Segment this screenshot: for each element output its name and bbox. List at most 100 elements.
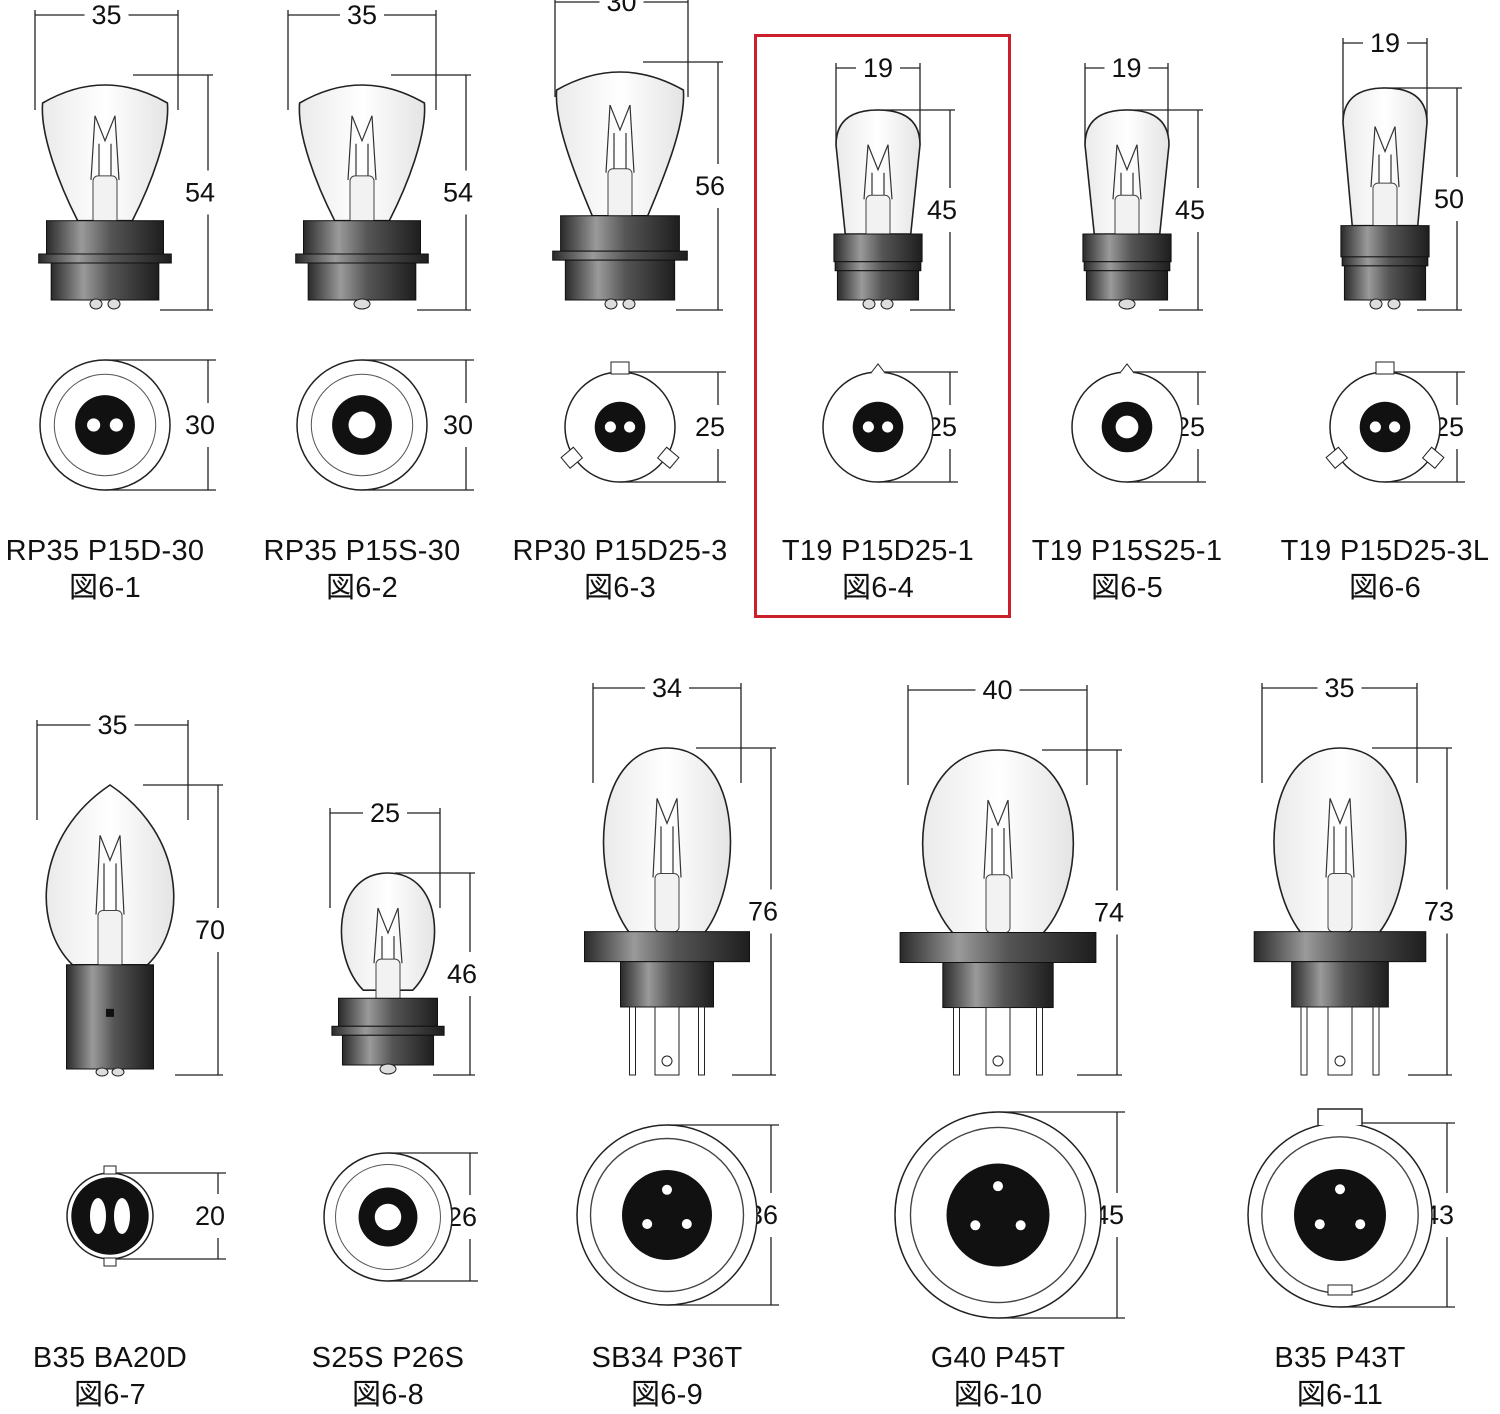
- bulb-name: RP35 P15S-30: [263, 535, 461, 567]
- bulb-glass: [298, 84, 426, 222]
- figure-number: 図6-2: [325, 572, 399, 604]
- contact-pin: [1389, 421, 1401, 433]
- contact-pin: [1369, 421, 1381, 433]
- contact-pin: [622, 298, 636, 310]
- filament-stem: [92, 175, 118, 226]
- cap-tab: [1317, 1108, 1363, 1125]
- cap-ring: [335, 1164, 441, 1270]
- contact-pin: [95, 1067, 109, 1077]
- width-dim-value: 35: [347, 0, 377, 30]
- bulb-label: RP35 P15S-30 図6-2: [232, 533, 492, 607]
- cap-dim-value: 20: [195, 1201, 225, 1231]
- contact-pin: [379, 1063, 397, 1075]
- width-dim-value: 19: [1370, 28, 1400, 58]
- cap-ring: [310, 373, 414, 477]
- base-body: [341, 1034, 435, 1066]
- base-collar: [1082, 233, 1172, 263]
- width-dim-value: 35: [91, 0, 121, 30]
- base-body: [66, 964, 154, 1070]
- cap-tab: [1421, 446, 1445, 469]
- width-dim-value: 40: [982, 675, 1012, 705]
- filament: [373, 907, 403, 964]
- base-collar: [46, 220, 164, 255]
- contact-pin: [87, 418, 101, 432]
- height-dim-value: 50: [1434, 184, 1464, 214]
- figure-number: 図6-3: [583, 572, 657, 604]
- terminal-hole: [661, 1055, 673, 1067]
- filament: [983, 799, 1013, 879]
- width-dim-value: 30: [606, 0, 636, 17]
- filament: [652, 798, 682, 878]
- height-dim-value: 73: [1424, 897, 1454, 927]
- height-dim-value: 56: [695, 171, 725, 201]
- bulb-name: G40 P45T: [930, 1342, 1066, 1374]
- bulb-glass: [835, 109, 921, 235]
- base-collar: [560, 215, 680, 252]
- base-body: [942, 962, 1054, 1009]
- contact-pin: [114, 1198, 130, 1234]
- terminal-hole: [1334, 1055, 1346, 1067]
- contact-pin: [604, 421, 616, 433]
- cap-tab: [656, 446, 680, 469]
- bulb-name: RP30 P15D25-3: [512, 535, 728, 567]
- contact-pin: [348, 411, 376, 439]
- bulb-glass: [555, 71, 685, 217]
- filament: [1325, 798, 1355, 878]
- contact-pin: [624, 421, 636, 433]
- filament-stem: [1114, 194, 1140, 239]
- cap-notch: [1119, 363, 1135, 374]
- filament: [90, 115, 120, 180]
- contact-pin: [604, 298, 618, 310]
- cap-dim-value: 25: [695, 412, 725, 442]
- filament: [1370, 126, 1400, 188]
- bulb-glass: [41, 84, 169, 222]
- base-flange: [552, 250, 688, 261]
- base-collar: [338, 997, 438, 1027]
- contact-pin: [89, 298, 103, 310]
- contact-pin: [107, 298, 121, 310]
- base-body: [1291, 961, 1389, 1008]
- cap-dim-value: 30: [185, 410, 215, 440]
- filament-stem: [985, 874, 1011, 934]
- filament-stem: [375, 958, 401, 1003]
- terminal-blade: [1300, 1006, 1308, 1076]
- base-flange: [331, 1025, 445, 1036]
- contact-pin: [642, 1219, 653, 1229]
- cap-ring: [909, 1126, 1087, 1304]
- base-body: [307, 262, 417, 301]
- contact-pin: [1355, 1219, 1366, 1230]
- bulb-glass: [45, 784, 175, 966]
- height-dim-value: 76: [748, 897, 778, 927]
- cap-core: [594, 401, 646, 453]
- bulb-figure: 30 56 25: [552, 0, 726, 483]
- bayonet-pin: [106, 1008, 114, 1017]
- filament-stem: [607, 168, 633, 221]
- contact-pin: [353, 298, 371, 310]
- height-dim-value: 70: [195, 915, 225, 945]
- cap-tab: [610, 361, 630, 375]
- bulb-glass: [602, 747, 732, 939]
- base-flange: [584, 931, 750, 963]
- cap-notch: [870, 363, 886, 374]
- bulb-label: RP30 P15D25-3 図6-3: [490, 533, 750, 607]
- bulb-name: T19 P15S25-1: [1031, 535, 1223, 567]
- cap-core: [946, 1163, 1050, 1267]
- contact-pin: [1335, 1184, 1345, 1195]
- cap-tab: [1375, 361, 1395, 375]
- highlight-frame: [754, 34, 1011, 618]
- terminal-blade: [1372, 1006, 1380, 1076]
